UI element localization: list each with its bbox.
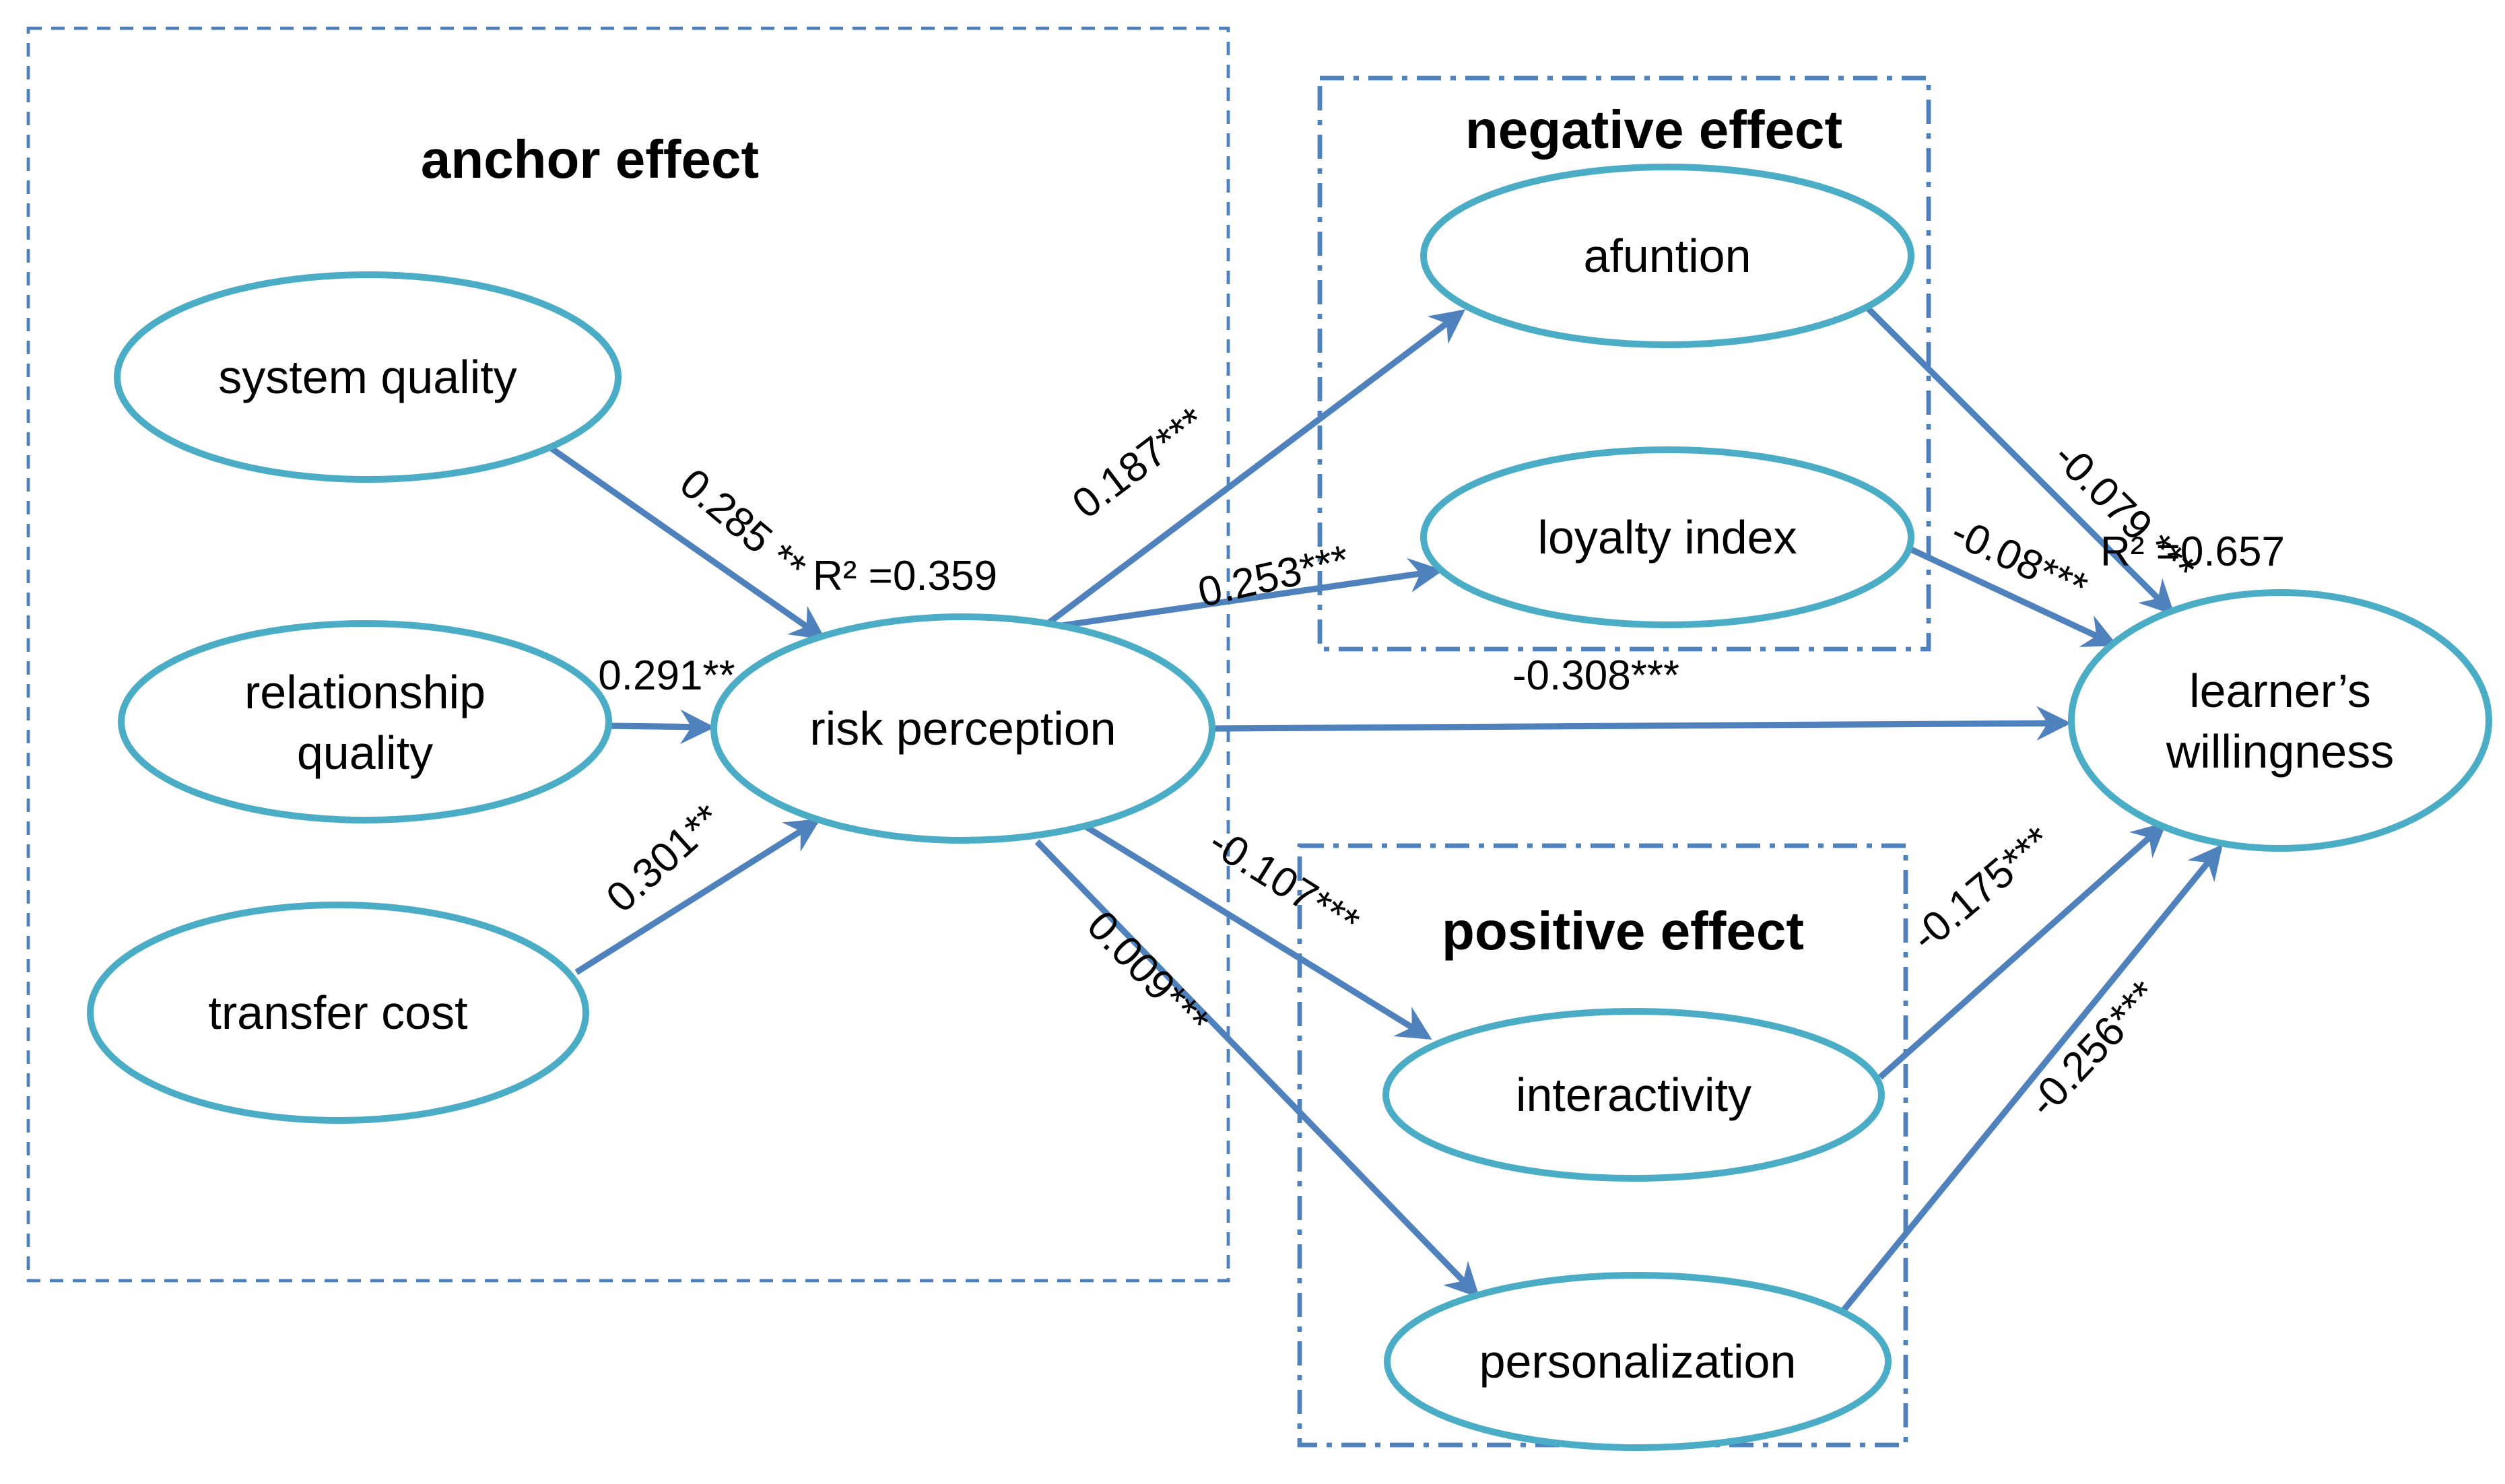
node-ellipse-loyalty-index xyxy=(1420,446,1914,628)
node-label-learners-willingness-line2: willingness xyxy=(2166,725,2394,778)
node-ellipse-afuntion xyxy=(1420,164,1914,348)
group-box-anchor-effect xyxy=(26,26,1230,1283)
node-label-system-quality: system quality xyxy=(218,351,516,403)
edge-relationship-quality-to-risk-perception xyxy=(608,709,715,745)
edge-transfer-cost-to-risk-perception xyxy=(574,818,821,975)
node-ellipse-risk-perception xyxy=(710,613,1215,844)
edge-loyalty-index-to-learners-willingness xyxy=(1910,546,2118,647)
edge-label-relationship-quality-to-risk-perception: 0.291** xyxy=(598,652,735,699)
node-label-relationship-quality-line2: quality xyxy=(297,727,433,779)
edge-risk-perception-to-loyalty-index xyxy=(1047,558,1444,631)
group-box-negative-effect xyxy=(1317,75,1931,652)
node-ellipse-learners-willingness xyxy=(2068,589,2492,852)
node-ellipse-personalization xyxy=(1384,1272,1892,1451)
edge-interactivity-to-learners-willingness xyxy=(1877,821,2167,1080)
node-label-interactivity: interactivity xyxy=(1516,1069,1751,1121)
edge-risk-perception-to-interactivity xyxy=(1075,819,1432,1040)
node-label-transfer-cost: transfer cost xyxy=(208,986,467,1039)
edge-risk-perception-to-personalization xyxy=(1034,839,1480,1298)
node-label-afuntion: afuntion xyxy=(1583,230,1751,282)
edge-personalization-to-learners-willingness xyxy=(1840,844,2223,1314)
edge-risk-perception-to-afuntion xyxy=(1046,309,1466,626)
group-title-negative-effect: negative effect xyxy=(1465,100,1842,160)
node-ellipse-transfer-cost xyxy=(87,902,589,1124)
node-label-relationship-quality-line1: relationship xyxy=(244,666,486,718)
edge-label-risk-perception-to-learners-willingness: -0.308*** xyxy=(1512,652,1679,699)
group-title-positive-effect: positive effect xyxy=(1442,901,1804,961)
annotation-r2-learners-willingness: R² =0.657 xyxy=(2100,529,2285,575)
edge-risk-perception-to-learners-willingness xyxy=(1211,706,2071,741)
edge-afuntion-to-learners-willingness xyxy=(1864,304,2175,615)
node-label-loyalty-index: loyalty index xyxy=(1537,511,1797,564)
node-label-risk-perception: risk perception xyxy=(809,702,1116,755)
node-ellipse-interactivity xyxy=(1382,1008,1885,1182)
group-title-anchor-effect: anchor effect xyxy=(421,129,759,189)
annotation-r2-risk-perception: R² =0.359 xyxy=(813,553,997,599)
node-ellipse-relationship-quality xyxy=(118,620,612,823)
edge-system-quality-to-risk-perception xyxy=(547,444,826,640)
node-label-learners-willingness-line1: learner’s xyxy=(2189,665,2371,717)
node-ellipse-system-quality xyxy=(114,271,622,483)
node-label-personalization: personalization xyxy=(1479,1335,1797,1388)
